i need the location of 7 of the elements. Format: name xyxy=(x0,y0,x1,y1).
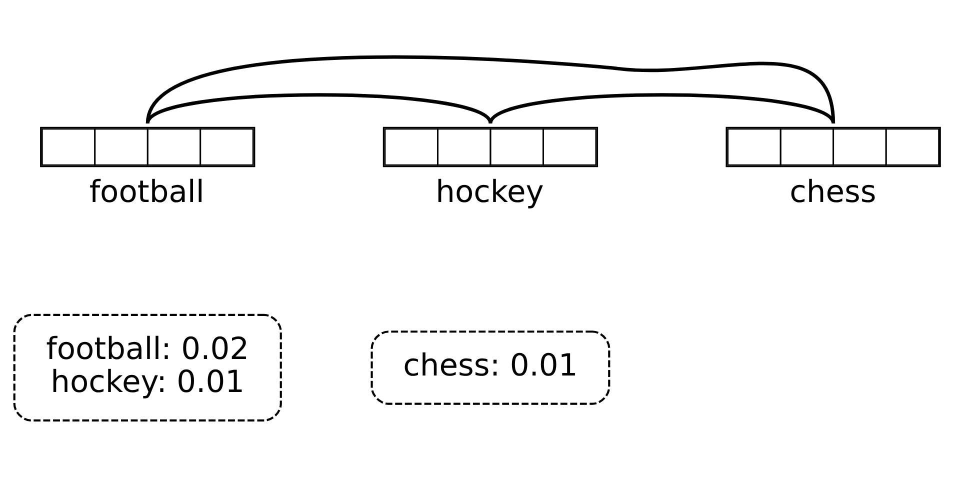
node-label: chess xyxy=(790,174,876,210)
node-box: football: 0.02 hockey: 0.01 xyxy=(13,314,282,422)
connector xyxy=(146,55,836,124)
node-box: chess: 0.01 xyxy=(370,330,610,405)
node-label: football xyxy=(89,174,204,210)
node-label: hockey xyxy=(436,174,544,210)
connector xyxy=(489,93,835,124)
